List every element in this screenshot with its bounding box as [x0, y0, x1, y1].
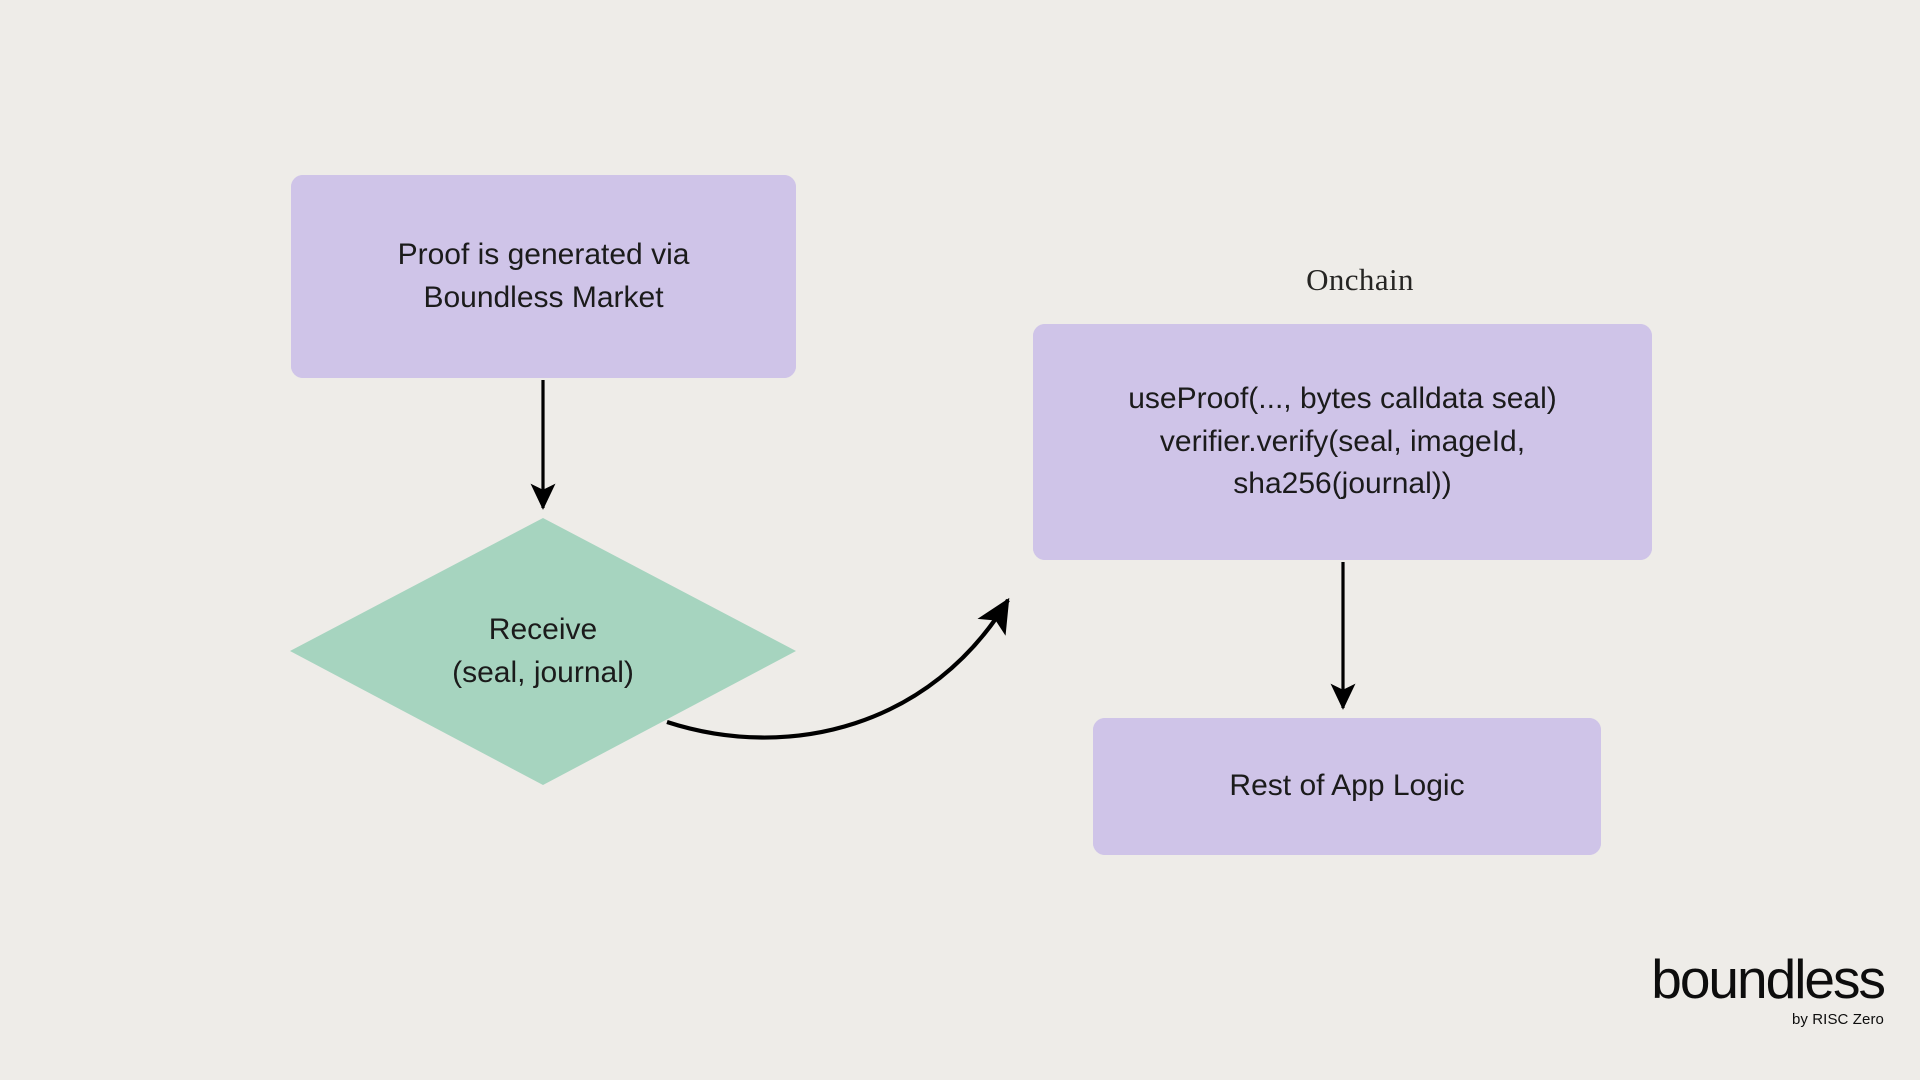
node-use-proof[interactable]: useProof(..., bytes calldata seal) verif…: [1033, 324, 1652, 560]
edge-receive-to-use-proof: [666, 597, 1010, 740]
node-proof-generated[interactable]: Proof is generated via Boundless Market: [291, 175, 796, 378]
group-label-onchain: Onchain: [1306, 262, 1414, 297]
node-shape-receive-diamond[interactable]: [290, 518, 796, 785]
brand-lockup: boundless by RISC Zero: [1651, 948, 1886, 1029]
node-receive[interactable]: Receive (seal, journal): [452, 612, 634, 689]
brand-tagline: by RISC Zero: [1791, 1011, 1884, 1028]
node-rest-of-app-logic[interactable]: Rest of App Logic: [1093, 718, 1601, 855]
brand-wordmark: boundless: [1651, 948, 1886, 1010]
